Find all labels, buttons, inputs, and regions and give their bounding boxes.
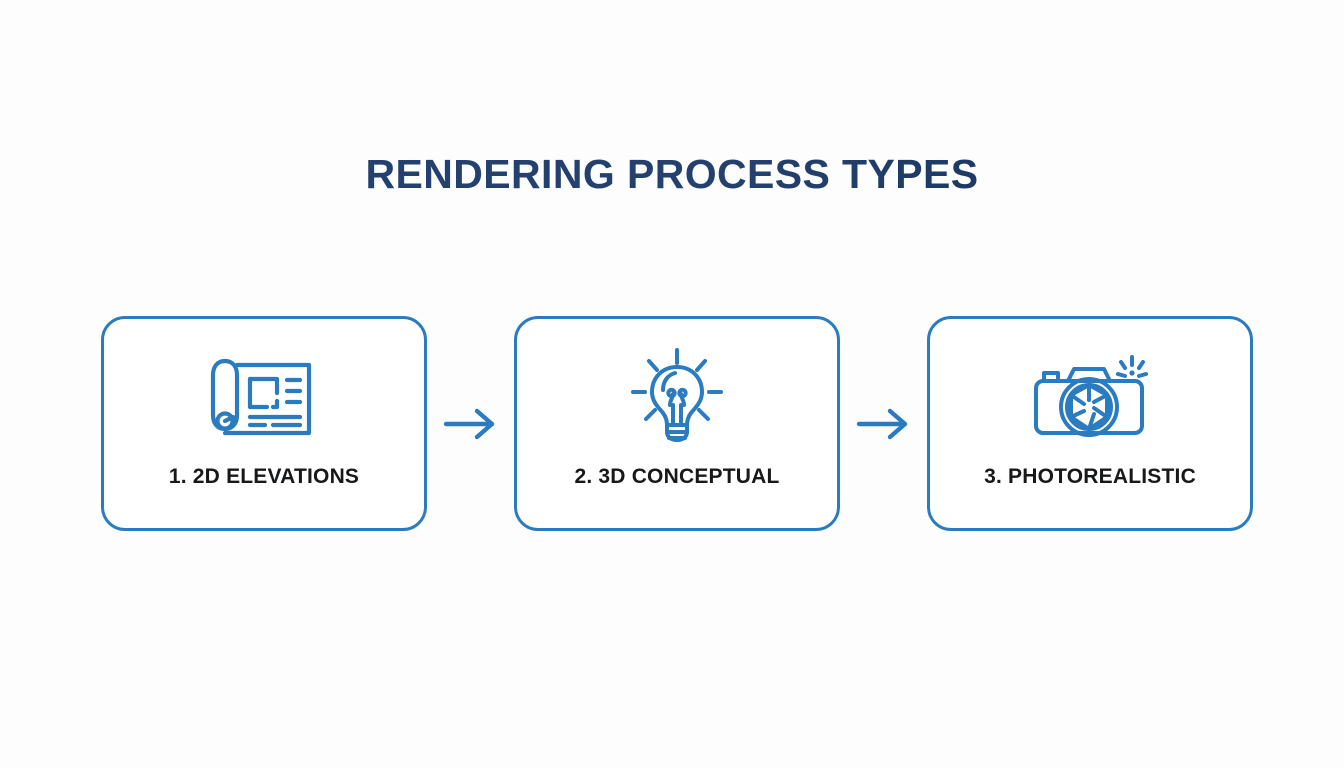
step-card-2[interactable]: 2. 3D CONCEPTUAL (514, 316, 840, 531)
step-card-1-label: 1. 2D ELEVATIONS (168, 465, 360, 488)
blueprint-scroll-icon (205, 347, 323, 443)
arrow-right-icon (441, 402, 501, 446)
process-flow: 1. 2D ELEVATIONS (101, 316, 1253, 531)
step-card-2-label: 2. 3D CONCEPTUAL (574, 465, 780, 488)
step-card-3[interactable]: 3. PHOTOREALISTIC (927, 316, 1253, 531)
step-card-1[interactable]: 1. 2D ELEVATIONS (101, 316, 427, 531)
arrow-right-icon (854, 402, 914, 446)
page-title: RENDERING PROCESS TYPES (0, 154, 1344, 195)
lightbulb-icon (625, 347, 729, 443)
camera-aperture-icon (1028, 347, 1152, 443)
step-card-3-label: 3. PHOTOREALISTIC (984, 465, 1196, 488)
